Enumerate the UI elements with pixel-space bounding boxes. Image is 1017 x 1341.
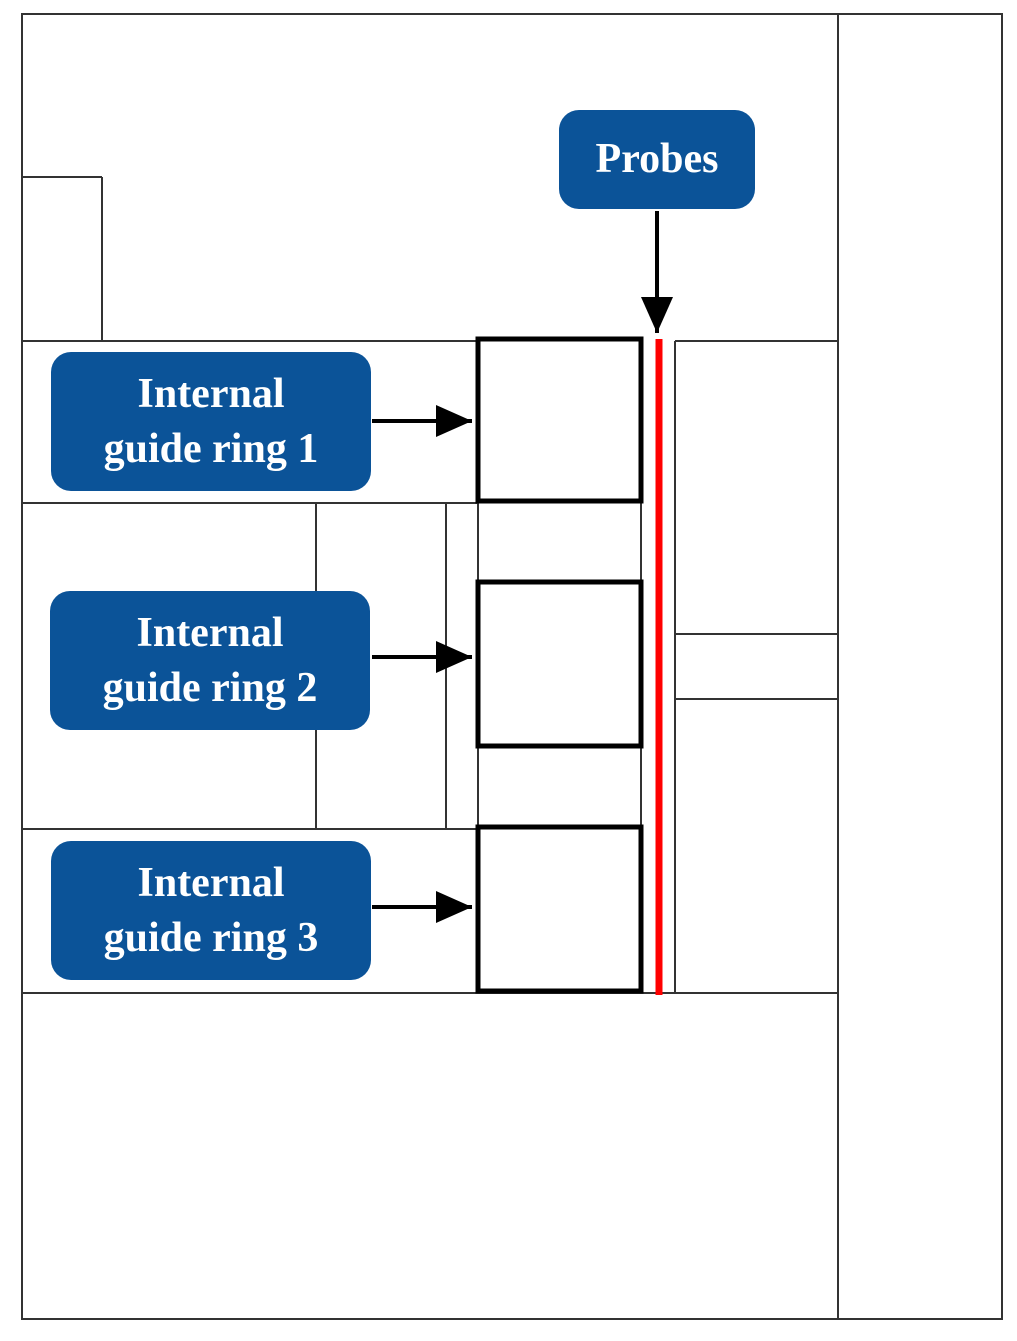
probes-label: Probes bbox=[559, 110, 755, 209]
guide-ring-1-box bbox=[475, 336, 644, 504]
probes-label-text: Probes bbox=[595, 136, 719, 182]
ring1-label-line2: guide ring 1 bbox=[103, 425, 319, 472]
ring2-label-line2: guide ring 2 bbox=[102, 664, 318, 711]
internal-guide-ring-3-label: Internal guide ring 3 bbox=[51, 841, 371, 980]
ring3-label-line1: Internal bbox=[137, 859, 285, 906]
guide-ring-2-box bbox=[475, 579, 644, 749]
guide-rings bbox=[475, 336, 644, 994]
arrows bbox=[372, 211, 673, 923]
guide-ring-3-box bbox=[475, 824, 644, 994]
internal-guide-ring-2-label: Internal guide ring 2 bbox=[50, 591, 370, 730]
internal-guide-ring-1-label: Internal guide ring 1 bbox=[51, 352, 371, 491]
outer-frame bbox=[21, 13, 1003, 1320]
frame-lines bbox=[21, 13, 1003, 1320]
ring3-label-line2: guide ring 3 bbox=[103, 914, 319, 961]
ring1-label-line1: Internal bbox=[137, 370, 285, 417]
ring2-label-line1: Internal bbox=[136, 609, 284, 656]
